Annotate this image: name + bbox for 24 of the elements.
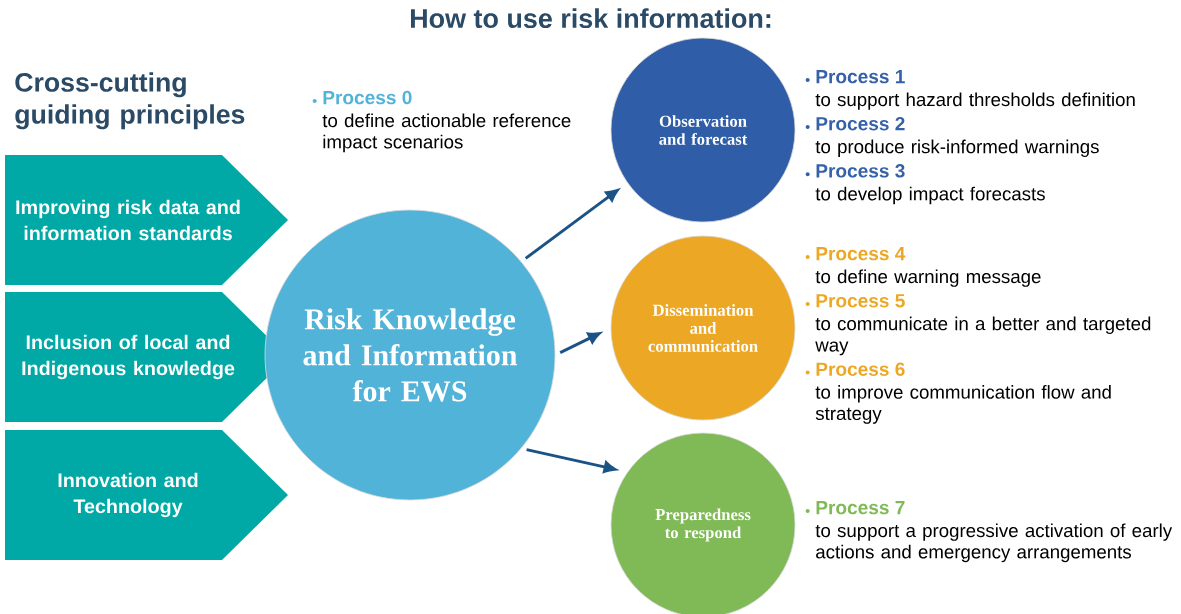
process-heading: Process 1 [805,70,905,84]
arrow [526,448,617,473]
arrow [524,189,619,260]
process-description: to produce risk-informed warnings [815,139,1099,157]
process-description: to communicate in a better and targeted way [815,316,1151,356]
process-description: to support hazard thresholds definition [815,92,1135,110]
process-heading: Process 6 [805,362,905,376]
process-heading: Process 7 [805,501,905,515]
process-heading: Process 5 [805,294,905,308]
process-heading: Process 2 [805,116,905,131]
principle-banner: Innovation and Technology [5,430,288,560]
process-heading: Process 0 [312,90,412,105]
section-heading: Cross-cutting guiding principles [15,72,245,130]
process-description: to improve communication flow and strategy [815,385,1111,424]
arrow [559,332,601,354]
process-description: to define actionable reference impact scenarios [322,113,571,153]
principle-banner: Inclusion of local and Indigenous knowledge [5,292,288,422]
principle-banner: Improving risk data and information standards [5,155,288,285]
process-description: to define warning message [815,269,1041,287]
process-description: to develop impact forecasts [815,186,1045,205]
process-heading: Process 4 [805,247,906,261]
title: How to use risk information: [411,8,771,29]
process-description: to support a progressive activation of early actions and emergency arrangements [815,523,1173,563]
process-heading: Process 3 [805,164,905,178]
